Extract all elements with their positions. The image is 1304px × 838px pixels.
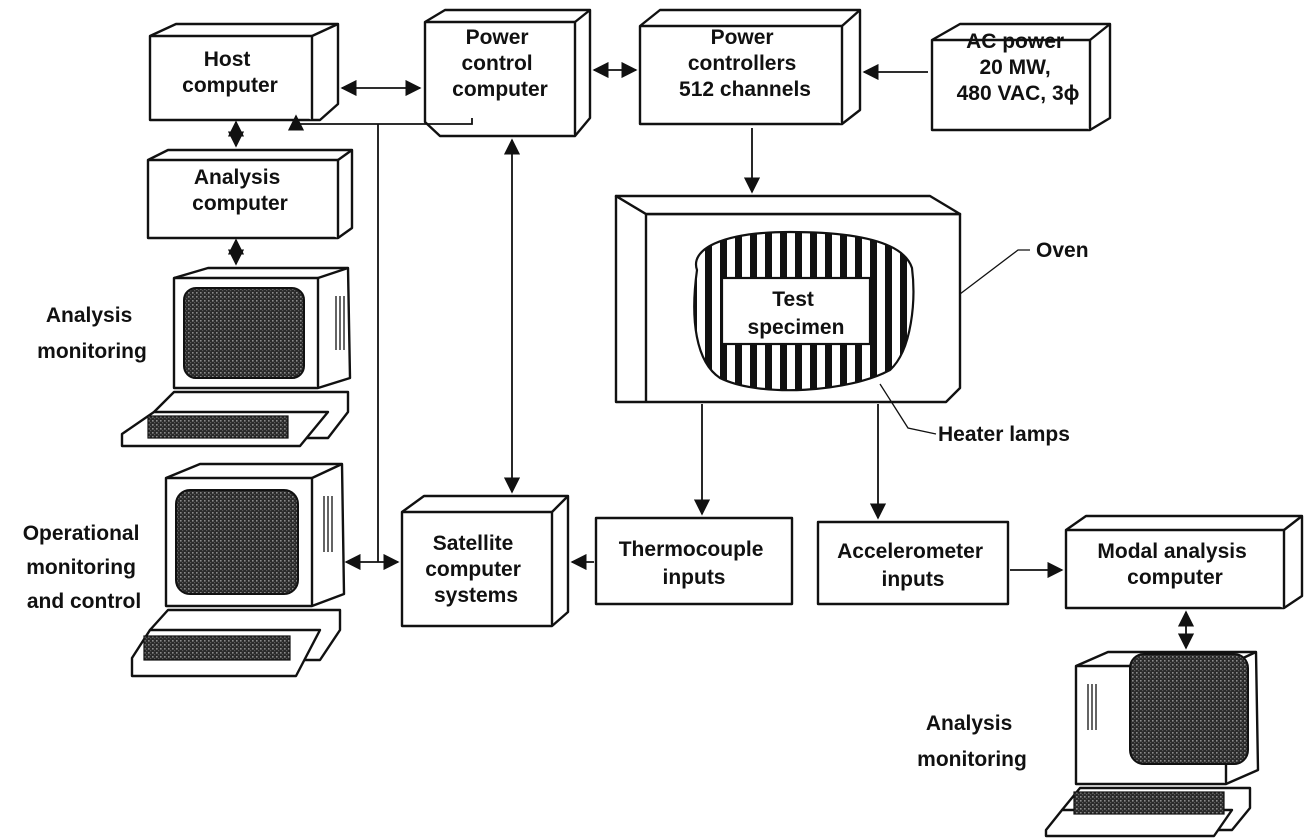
bus-host-link	[287, 114, 473, 131]
thermocouple-inputs-label: Thermocouple inputs	[619, 538, 770, 589]
modal-analysis-computer-label: Modal analysis computer	[1097, 540, 1252, 589]
power-controllers-label: Power controllers 512 channels	[679, 26, 811, 101]
modal-analysis-computer-box: Modal analysis computer	[1064, 514, 1304, 610]
oven: Test specimen	[614, 194, 962, 404]
ac-power-box: AC power 20 MW, 480 VAC, 3ϕ	[930, 22, 1112, 132]
analysis-monitoring-right-label: Analysis monitoring	[917, 712, 1027, 771]
power-controllers-box: Power controllers 512 channels	[638, 8, 862, 126]
satellite-computer-systems-label: Satellite computer systems	[425, 532, 527, 607]
heater-lamps-label: Heater lamps	[938, 423, 1070, 446]
analysis-monitoring-left-label: Analysis monitoring	[37, 304, 147, 363]
operational-monitoring-terminal	[130, 462, 346, 678]
analysis-monitoring-terminal-right	[1044, 650, 1260, 838]
power-control-computer-box: Power control computer	[423, 8, 592, 138]
test-specimen-label: Test specimen	[748, 288, 845, 339]
oven-callout-line	[959, 249, 1030, 295]
heater-lamps-callout-line	[879, 383, 937, 435]
host-computer-box: Host computer	[148, 22, 340, 122]
accelerometer-inputs-box: Accelerometer inputs	[816, 520, 1010, 606]
connectors	[227, 61, 1195, 650]
oven-label: Oven	[1036, 239, 1089, 262]
host-computer-label: Host computer	[182, 48, 278, 97]
analysis-computer-label: Analysis computer	[192, 166, 288, 215]
satellite-computer-systems-box: Satellite computer systems	[400, 494, 570, 628]
thermocouple-inputs-box: Thermocouple inputs	[594, 516, 794, 606]
analysis-computer-box: Analysis computer	[146, 148, 354, 240]
accelerometer-inputs-label: Accelerometer inputs	[837, 540, 989, 591]
test-specimen	[720, 276, 872, 346]
ac-power-label: AC power 20 MW, 480 VAC, 3ϕ	[957, 30, 1080, 105]
analysis-monitoring-terminal-left	[120, 266, 352, 448]
operational-monitoring-label: Operational monitoring and control	[23, 522, 146, 613]
power-control-computer-label: Power control computer	[452, 26, 548, 101]
